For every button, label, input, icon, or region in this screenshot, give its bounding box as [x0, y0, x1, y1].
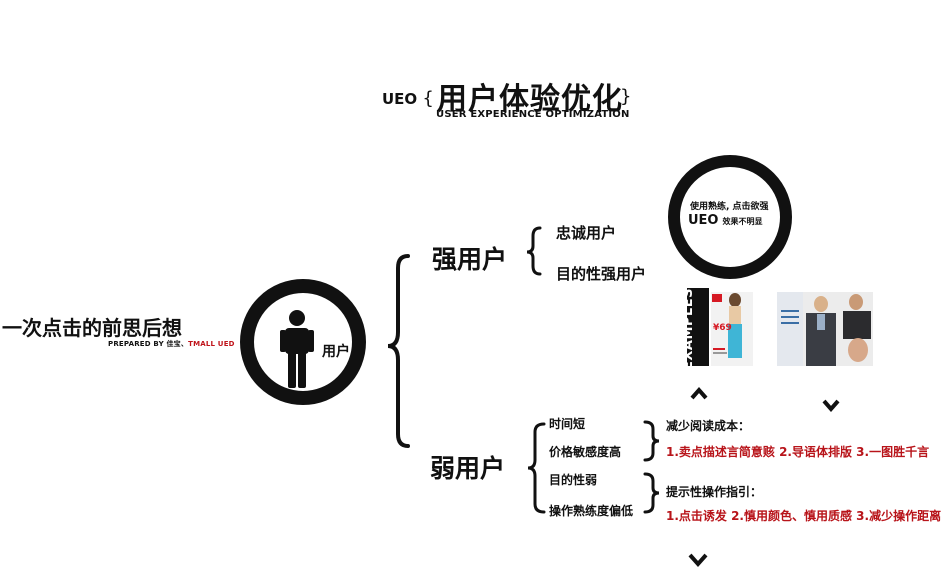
callout-effect: 效果不明显	[722, 217, 763, 226]
weak-item-price: 价格敏感度高	[549, 445, 622, 459]
weak-item-time: 时间短	[549, 417, 586, 431]
weak-brace	[527, 422, 546, 514]
chevron-up-icon	[690, 381, 708, 405]
page-subtitle: USER EXPERIENCE OPTIMIZATION	[436, 109, 630, 120]
examples-tag	[687, 288, 709, 366]
credit-prefix: PREPARED BY 佳宝、	[108, 340, 189, 348]
group1-heading: 减少阅读成本：	[666, 419, 751, 433]
user-label: 用户	[322, 344, 350, 360]
group1-points: 1.卖点描述言简意赅 2.导语体排版 3.一图胜千言	[666, 445, 930, 459]
strong-callout-ring	[668, 155, 792, 279]
title-brace-close: }	[620, 86, 632, 107]
chevron-down-icon-bottom	[688, 549, 708, 573]
strong-brace	[526, 226, 542, 276]
weak-item-purpose: 目的性弱	[549, 473, 598, 487]
main-brace	[387, 254, 410, 448]
examples-label: EXAMPLES:	[681, 282, 696, 370]
example1-price: ¥69	[713, 323, 732, 333]
group2-heading: 提示性操作指引：	[666, 485, 763, 499]
weak-item-skill: 操作熟练度偏低	[549, 504, 634, 518]
example-image-1: ¥69	[711, 292, 753, 366]
strong-item-loyal: 忠诚用户	[556, 224, 617, 242]
credit-line: PREPARED BY 佳宝、TMALL UED	[108, 339, 235, 349]
callout-line-1: 使用熟练, 点击欲强	[690, 202, 769, 212]
example-image-2	[777, 292, 873, 366]
left-heading: 一次点击的前思后想	[2, 316, 182, 340]
person-icon	[280, 310, 314, 388]
callout-ueo: UEO	[688, 213, 719, 228]
group1-brace	[643, 420, 660, 462]
title-prefix: UEO {	[382, 88, 434, 109]
strong-user-label: 强用户	[432, 245, 508, 274]
credit-red: TMALL UED	[188, 340, 235, 348]
strong-item-purposeful: 目的性强用户	[556, 265, 647, 283]
page-title: 用户体验优化	[437, 82, 623, 117]
user-ring	[240, 279, 366, 405]
chevron-down-icon	[822, 393, 840, 417]
group2-points: 1.点击诱发 2.慎用颜色、慎用质感 3.减少操作距离	[666, 509, 942, 523]
title-brace-open: {	[422, 88, 434, 109]
weak-user-label: 弱用户	[430, 454, 506, 483]
group2-brace	[643, 472, 660, 514]
